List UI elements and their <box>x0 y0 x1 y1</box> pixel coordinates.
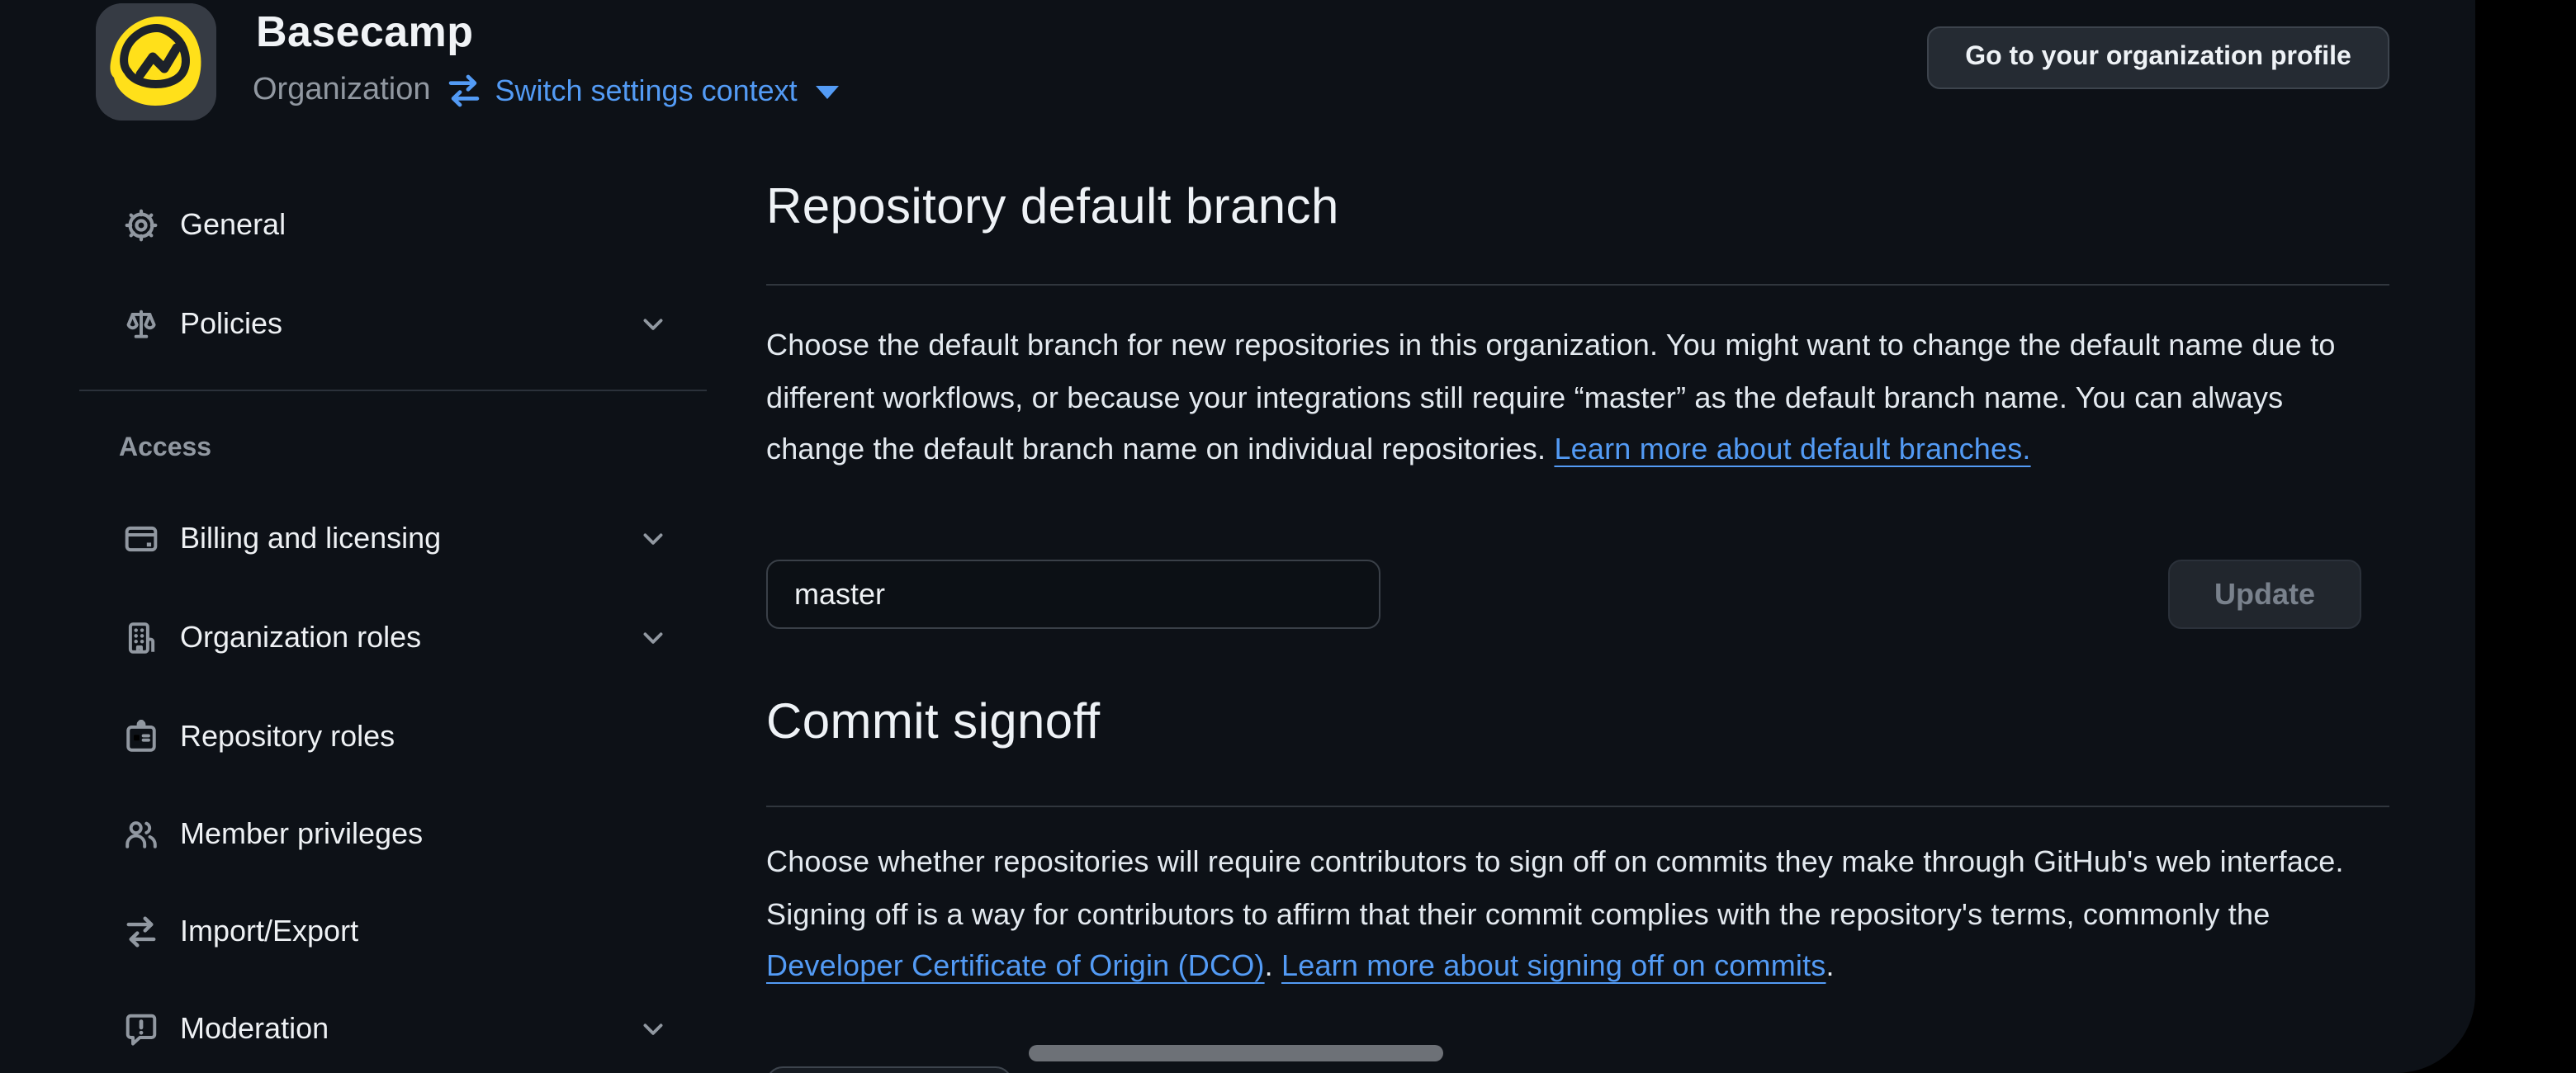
sidebar-section-access: Access <box>119 434 212 462</box>
report-icon <box>124 1011 159 1046</box>
switch-settings-context-label: Switch settings context <box>495 73 798 106</box>
default-branch-description: Choose the default branch for new reposi… <box>766 329 2336 466</box>
commit-signoff-description: Choose whether repositories will require… <box>766 845 2344 982</box>
sidebar-divider <box>79 390 707 391</box>
sidebar-item-member-privileges[interactable]: Member privileges <box>79 801 707 867</box>
sidebar-item-repository-roles[interactable]: Repository roles <box>79 703 707 769</box>
default-branch-input[interactable] <box>766 560 1380 629</box>
arrow-switch-icon <box>124 914 159 948</box>
switch-settings-context-link[interactable]: Switch settings context <box>445 73 839 109</box>
law-icon <box>124 306 159 341</box>
section-divider <box>766 284 2389 286</box>
settings-content: Repository default branch Choose the def… <box>766 0 2389 1073</box>
page-title: Basecamp <box>256 7 474 56</box>
basecamp-logo-icon <box>96 3 216 121</box>
organization-icon <box>124 620 159 655</box>
partially-visible-control[interactable] <box>766 1066 1012 1073</box>
sidebar-item-billing-and-licensing[interactable]: Billing and licensing <box>79 505 707 571</box>
id-badge-icon <box>124 719 159 754</box>
section-divider <box>766 806 2389 807</box>
credit-card-icon <box>124 521 159 555</box>
sidebar-item-organization-roles[interactable]: Organization roles <box>79 604 707 670</box>
chevron-down-icon <box>639 1014 667 1042</box>
learn-more-signoff-link[interactable]: Learn more about signing off on commits <box>1281 949 1826 982</box>
default-branch-heading: Repository default branch <box>766 180 1339 234</box>
sidebar-item-policies[interactable]: Policies <box>79 291 707 357</box>
app-window: Basecamp Organization Switch settings co… <box>0 0 2475 1073</box>
sidebar-item-moderation[interactable]: Moderation <box>79 995 707 1061</box>
caret-down-icon <box>815 86 839 99</box>
learn-more-default-branches-link[interactable]: Learn more about default branches. <box>1554 433 2031 466</box>
org-type-label: Organization <box>253 73 431 107</box>
update-button[interactable]: Update <box>2168 560 2361 629</box>
people-icon <box>124 816 159 851</box>
sidebar-item-general[interactable]: General <box>79 191 707 258</box>
gear-icon <box>124 207 159 242</box>
chevron-down-icon <box>639 623 667 651</box>
settings-context-row: Organization Switch settings context <box>253 69 839 112</box>
sidebar-item-import-export[interactable]: Import/Export <box>79 898 707 964</box>
chevron-down-icon <box>639 310 667 338</box>
chevron-down-icon <box>639 524 667 552</box>
dco-link[interactable]: Developer Certificate of Origin (DCO) <box>766 949 1265 982</box>
horizontal-scrollbar-thumb[interactable] <box>1029 1045 1443 1061</box>
organization-avatar[interactable] <box>96 3 216 121</box>
settings-sidebar: Access General Policies Billing and lice… <box>79 0 707 1073</box>
go-to-org-profile-button[interactable]: Go to your organization profile <box>1927 26 2389 89</box>
commit-signoff-heading: Commit signoff <box>766 695 1101 749</box>
